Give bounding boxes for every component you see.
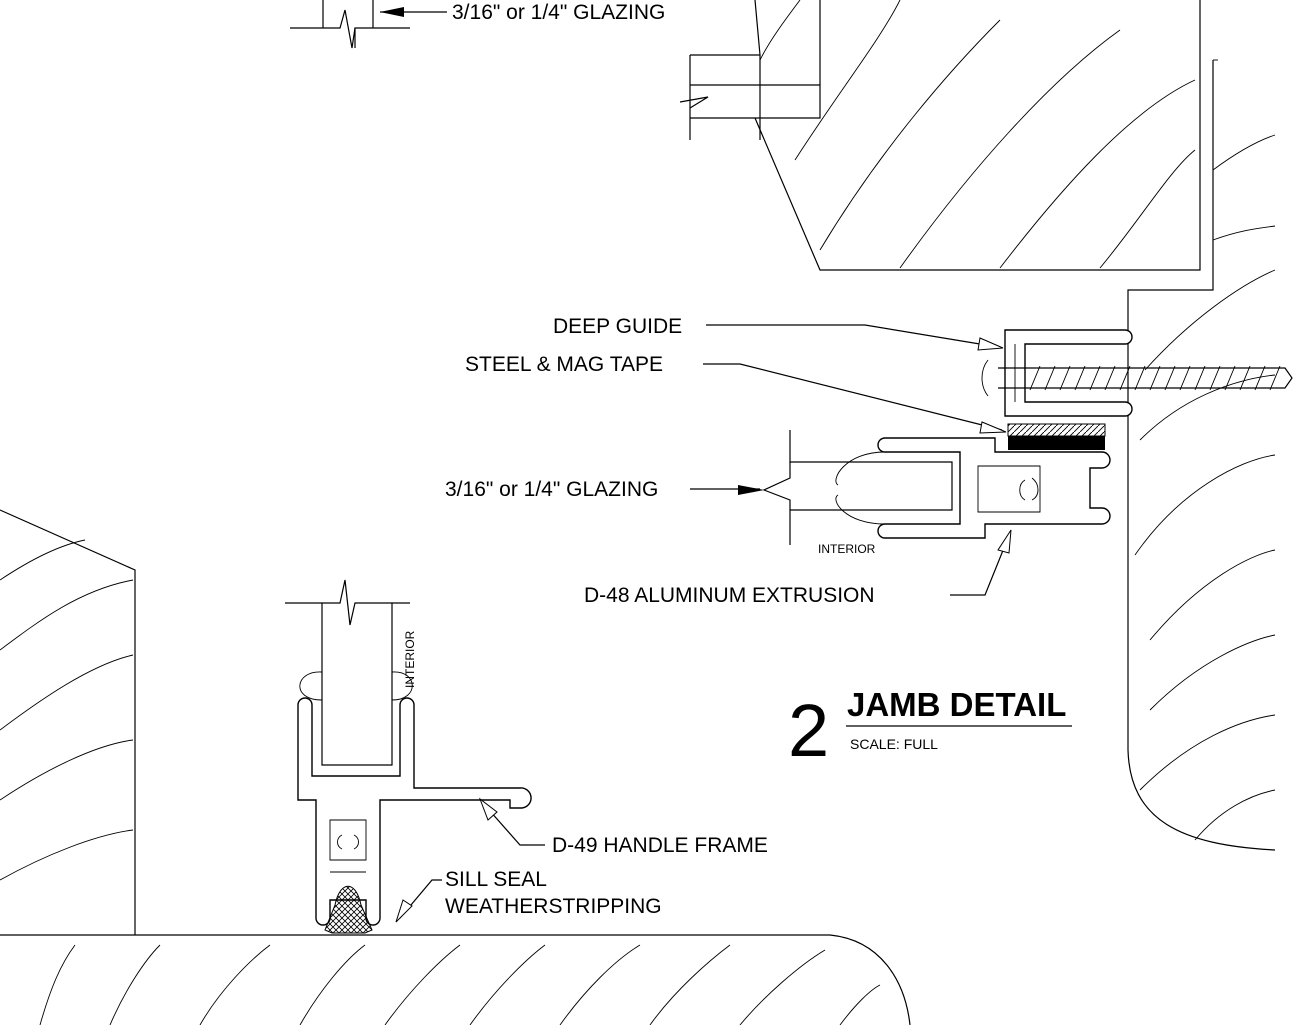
top-glazing-leader <box>380 7 447 17</box>
left-glazing <box>285 579 413 766</box>
screw <box>981 359 1293 397</box>
mid-glazing-label: 3/16" or 1/4" GLAZING <box>445 478 658 501</box>
mid-glazing-leader <box>690 485 764 495</box>
extrusion-leader <box>950 529 1012 596</box>
detail-title: JAMB DETAIL <box>847 686 1066 723</box>
top-glazing-break <box>290 0 410 49</box>
sill-wood <box>0 934 911 1025</box>
sill-seal <box>324 885 373 934</box>
upper-wood-block <box>679 0 1201 271</box>
detail-scale: SCALE: FULL <box>850 736 938 752</box>
steel-mag-tape-leader <box>703 363 1007 434</box>
extrusion-label: D-48 ALUMINUM EXTRUSION <box>584 584 875 607</box>
top-glazing-label: 3/16" or 1/4" GLAZING <box>452 1 665 24</box>
sill-seal-label-1: SILL SEAL <box>445 868 547 891</box>
mid-glazing <box>762 430 953 545</box>
handle-frame-leader <box>478 797 545 846</box>
detail-number: 2 <box>788 689 829 772</box>
sill-seal-leader <box>395 879 442 923</box>
interior-label-right: INTERIOR <box>818 542 876 556</box>
right-jamb-wood <box>1127 59 1276 851</box>
interior-label-left: INTERIOR <box>403 630 417 688</box>
steel-mag-tape <box>1007 423 1106 450</box>
handle-frame-label: D-49 HANDLE FRAME <box>552 834 768 857</box>
deep-guide-leader <box>706 324 1004 351</box>
deep-guide-channel <box>1004 329 1133 417</box>
d48-extrusion <box>877 437 1111 539</box>
left-wall-wood <box>0 509 136 935</box>
deep-guide-label: DEEP GUIDE <box>553 315 682 338</box>
steel-mag-tape-label: STEEL & MAG TAPE <box>465 353 663 376</box>
sill-seal-label-2: WEATHERSTRIPPING <box>445 895 662 918</box>
